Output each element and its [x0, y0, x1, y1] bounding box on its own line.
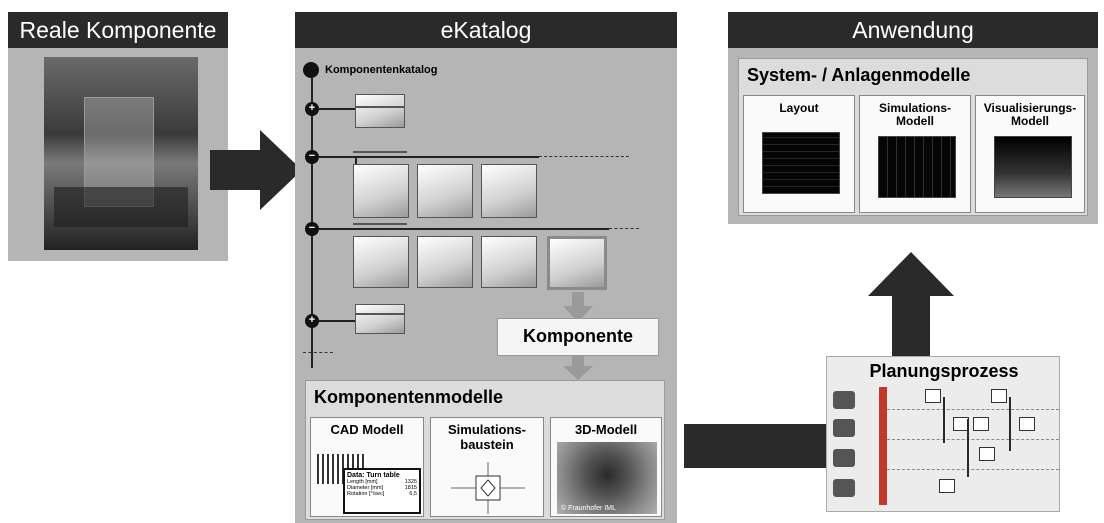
- system-models-title: System- / Anlagenmodelle: [747, 65, 971, 85]
- layout-image: [762, 132, 840, 194]
- real-component-title: Reale Komponente: [8, 12, 228, 48]
- catalog-item-thumbnail[interactable]: [417, 236, 473, 288]
- person-computer-icon: [833, 449, 855, 467]
- catalog-item-thumbnail[interactable]: [353, 236, 409, 288]
- simulation-block-card[interactable]: Simulations- baustein: [430, 417, 544, 517]
- visualization-image: [994, 136, 1072, 198]
- simulation-image: [878, 136, 956, 198]
- catalog-item-thumbnail[interactable]: [355, 304, 405, 334]
- person-computer-icon: [833, 391, 855, 409]
- catalog-item-thumbnail[interactable]: [481, 236, 537, 288]
- application-title: Anwendung: [728, 12, 1098, 48]
- catalog-item-thumbnail[interactable]: [355, 94, 405, 128]
- 3d-model-card[interactable]: 3D-Modell © Fraunhofer IML: [550, 417, 662, 517]
- simulation-block-icon: [451, 462, 525, 514]
- person-computer-icon: [833, 419, 855, 437]
- planning-process-box: Planungsprozess: [826, 356, 1060, 512]
- cad-data-table: Data: Turn table Length [mm]1325 Diamete…: [343, 468, 421, 514]
- catalog-item-selected[interactable]: [547, 236, 607, 290]
- component-models-box: Komponentenmodelle CAD Modell Data: Turn…: [305, 380, 665, 520]
- component-models-title: Komponentenmodelle: [314, 387, 504, 407]
- catalog-item-thumbnail[interactable]: [417, 164, 473, 218]
- catalog-item-thumbnail[interactable]: [481, 164, 537, 218]
- cad-model-card[interactable]: CAD Modell Data: Turn table Length [mm]1…: [310, 417, 424, 517]
- catalog-item-thumbnail[interactable]: [353, 164, 409, 218]
- root-node-icon: [303, 62, 319, 78]
- real-component-photo: [44, 57, 198, 250]
- ekatalog-title: eKatalog: [295, 12, 677, 48]
- visualization-model-card[interactable]: Visualisierungs- Modell: [975, 95, 1085, 213]
- arrow-down-icon: [563, 292, 593, 322]
- komponente-box: Komponente: [497, 318, 659, 356]
- plus-icon[interactable]: +: [305, 314, 319, 328]
- arrow-right-icon: [210, 130, 302, 210]
- connector-bar: [684, 424, 832, 468]
- layout-model-card[interactable]: Layout: [743, 95, 855, 213]
- catalog-root-label: Komponentenkatalog: [325, 64, 438, 76]
- minus-icon[interactable]: −: [305, 222, 319, 236]
- planning-process-title: Planungsprozess: [869, 361, 1019, 381]
- system-models-box: System- / Anlagenmodelle Layout Simulati…: [738, 58, 1088, 216]
- application-panel: Anwendung System- / Anlagenmodelle Layou…: [728, 12, 1098, 224]
- catalog-tree: Komponentenkatalog + − − +: [295, 52, 677, 372]
- arrow-up-icon: [868, 252, 954, 362]
- plus-icon[interactable]: +: [305, 102, 319, 116]
- arrow-down-icon: [563, 356, 593, 380]
- person-computer-icon: [833, 479, 855, 497]
- simulation-model-card[interactable]: Simulations- Modell: [859, 95, 971, 213]
- real-component-panel: Reale Komponente: [8, 12, 228, 261]
- 3d-model-image: © Fraunhofer IML: [557, 442, 657, 514]
- minus-icon[interactable]: −: [305, 150, 319, 164]
- ekatalog-panel: eKatalog Komponentenkatalog + − − +: [295, 12, 677, 523]
